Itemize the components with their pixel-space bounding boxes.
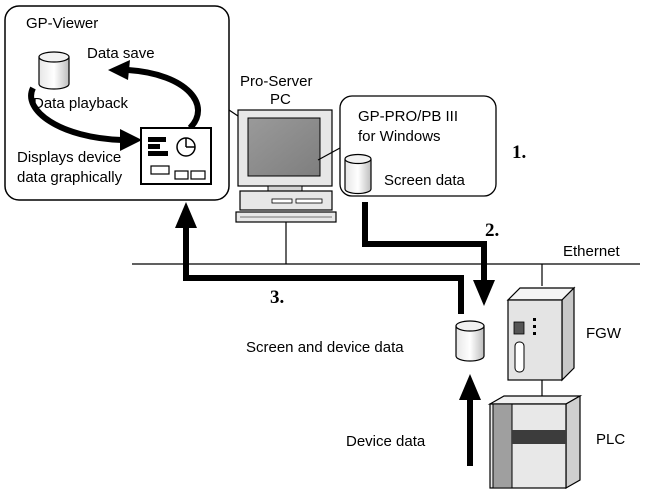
displays-label-line1: Displays device xyxy=(17,149,121,166)
data-playback-arrow xyxy=(28,86,123,143)
step-1-label: 1. xyxy=(512,142,526,163)
data-save-arrow xyxy=(127,67,202,131)
screen-data-database-icon xyxy=(344,153,372,195)
step-3-label: 3. xyxy=(270,287,284,308)
gp-viewer-title: GP-Viewer xyxy=(26,15,98,32)
screen-data-label: Screen data xyxy=(384,172,466,189)
step-2-label: 2. xyxy=(485,220,499,241)
gp-pro-title-line2: for Windows xyxy=(358,128,441,145)
step-3-arrow xyxy=(183,226,464,314)
device-data-display-icon xyxy=(140,127,212,185)
ethernet-label: Ethernet xyxy=(563,243,621,260)
plc-label: PLC xyxy=(596,431,625,448)
gp-viewer-callout: GP-Viewer Data save Data playback Displa… xyxy=(4,5,257,201)
pro-server-pc-icon xyxy=(235,109,337,264)
data-playback-label: Data playback xyxy=(33,95,129,112)
step-2-arrow xyxy=(362,202,487,282)
fgw-label: FGW xyxy=(586,325,622,342)
data-playback-arrowhead xyxy=(120,129,142,151)
screen-device-database-icon xyxy=(455,320,485,362)
gp-pro-title-line1: GP-PRO/PB III xyxy=(358,108,458,125)
step-2-arrowhead xyxy=(473,280,495,306)
pc-label-line2: PC xyxy=(270,91,291,108)
gp-pro-callout: GP-PRO/PB III for Windows Screen data xyxy=(317,95,497,197)
screen-and-device-data-label: Screen and device data xyxy=(246,339,404,356)
fgw-device-icon xyxy=(506,264,576,398)
device-data-arrowhead xyxy=(459,374,481,400)
step-3-arrowhead xyxy=(175,202,197,228)
pc-label-line1: Pro-Server xyxy=(240,73,313,90)
data-save-arrowhead xyxy=(108,60,130,80)
device-data-label: Device data xyxy=(346,433,426,450)
gp-pro-callout-pointer xyxy=(317,147,341,161)
data-save-label: Data save xyxy=(87,45,155,62)
viewer-database-icon xyxy=(38,51,70,90)
displays-label-line2: data graphically xyxy=(17,169,123,186)
plc-device-icon xyxy=(487,394,583,490)
